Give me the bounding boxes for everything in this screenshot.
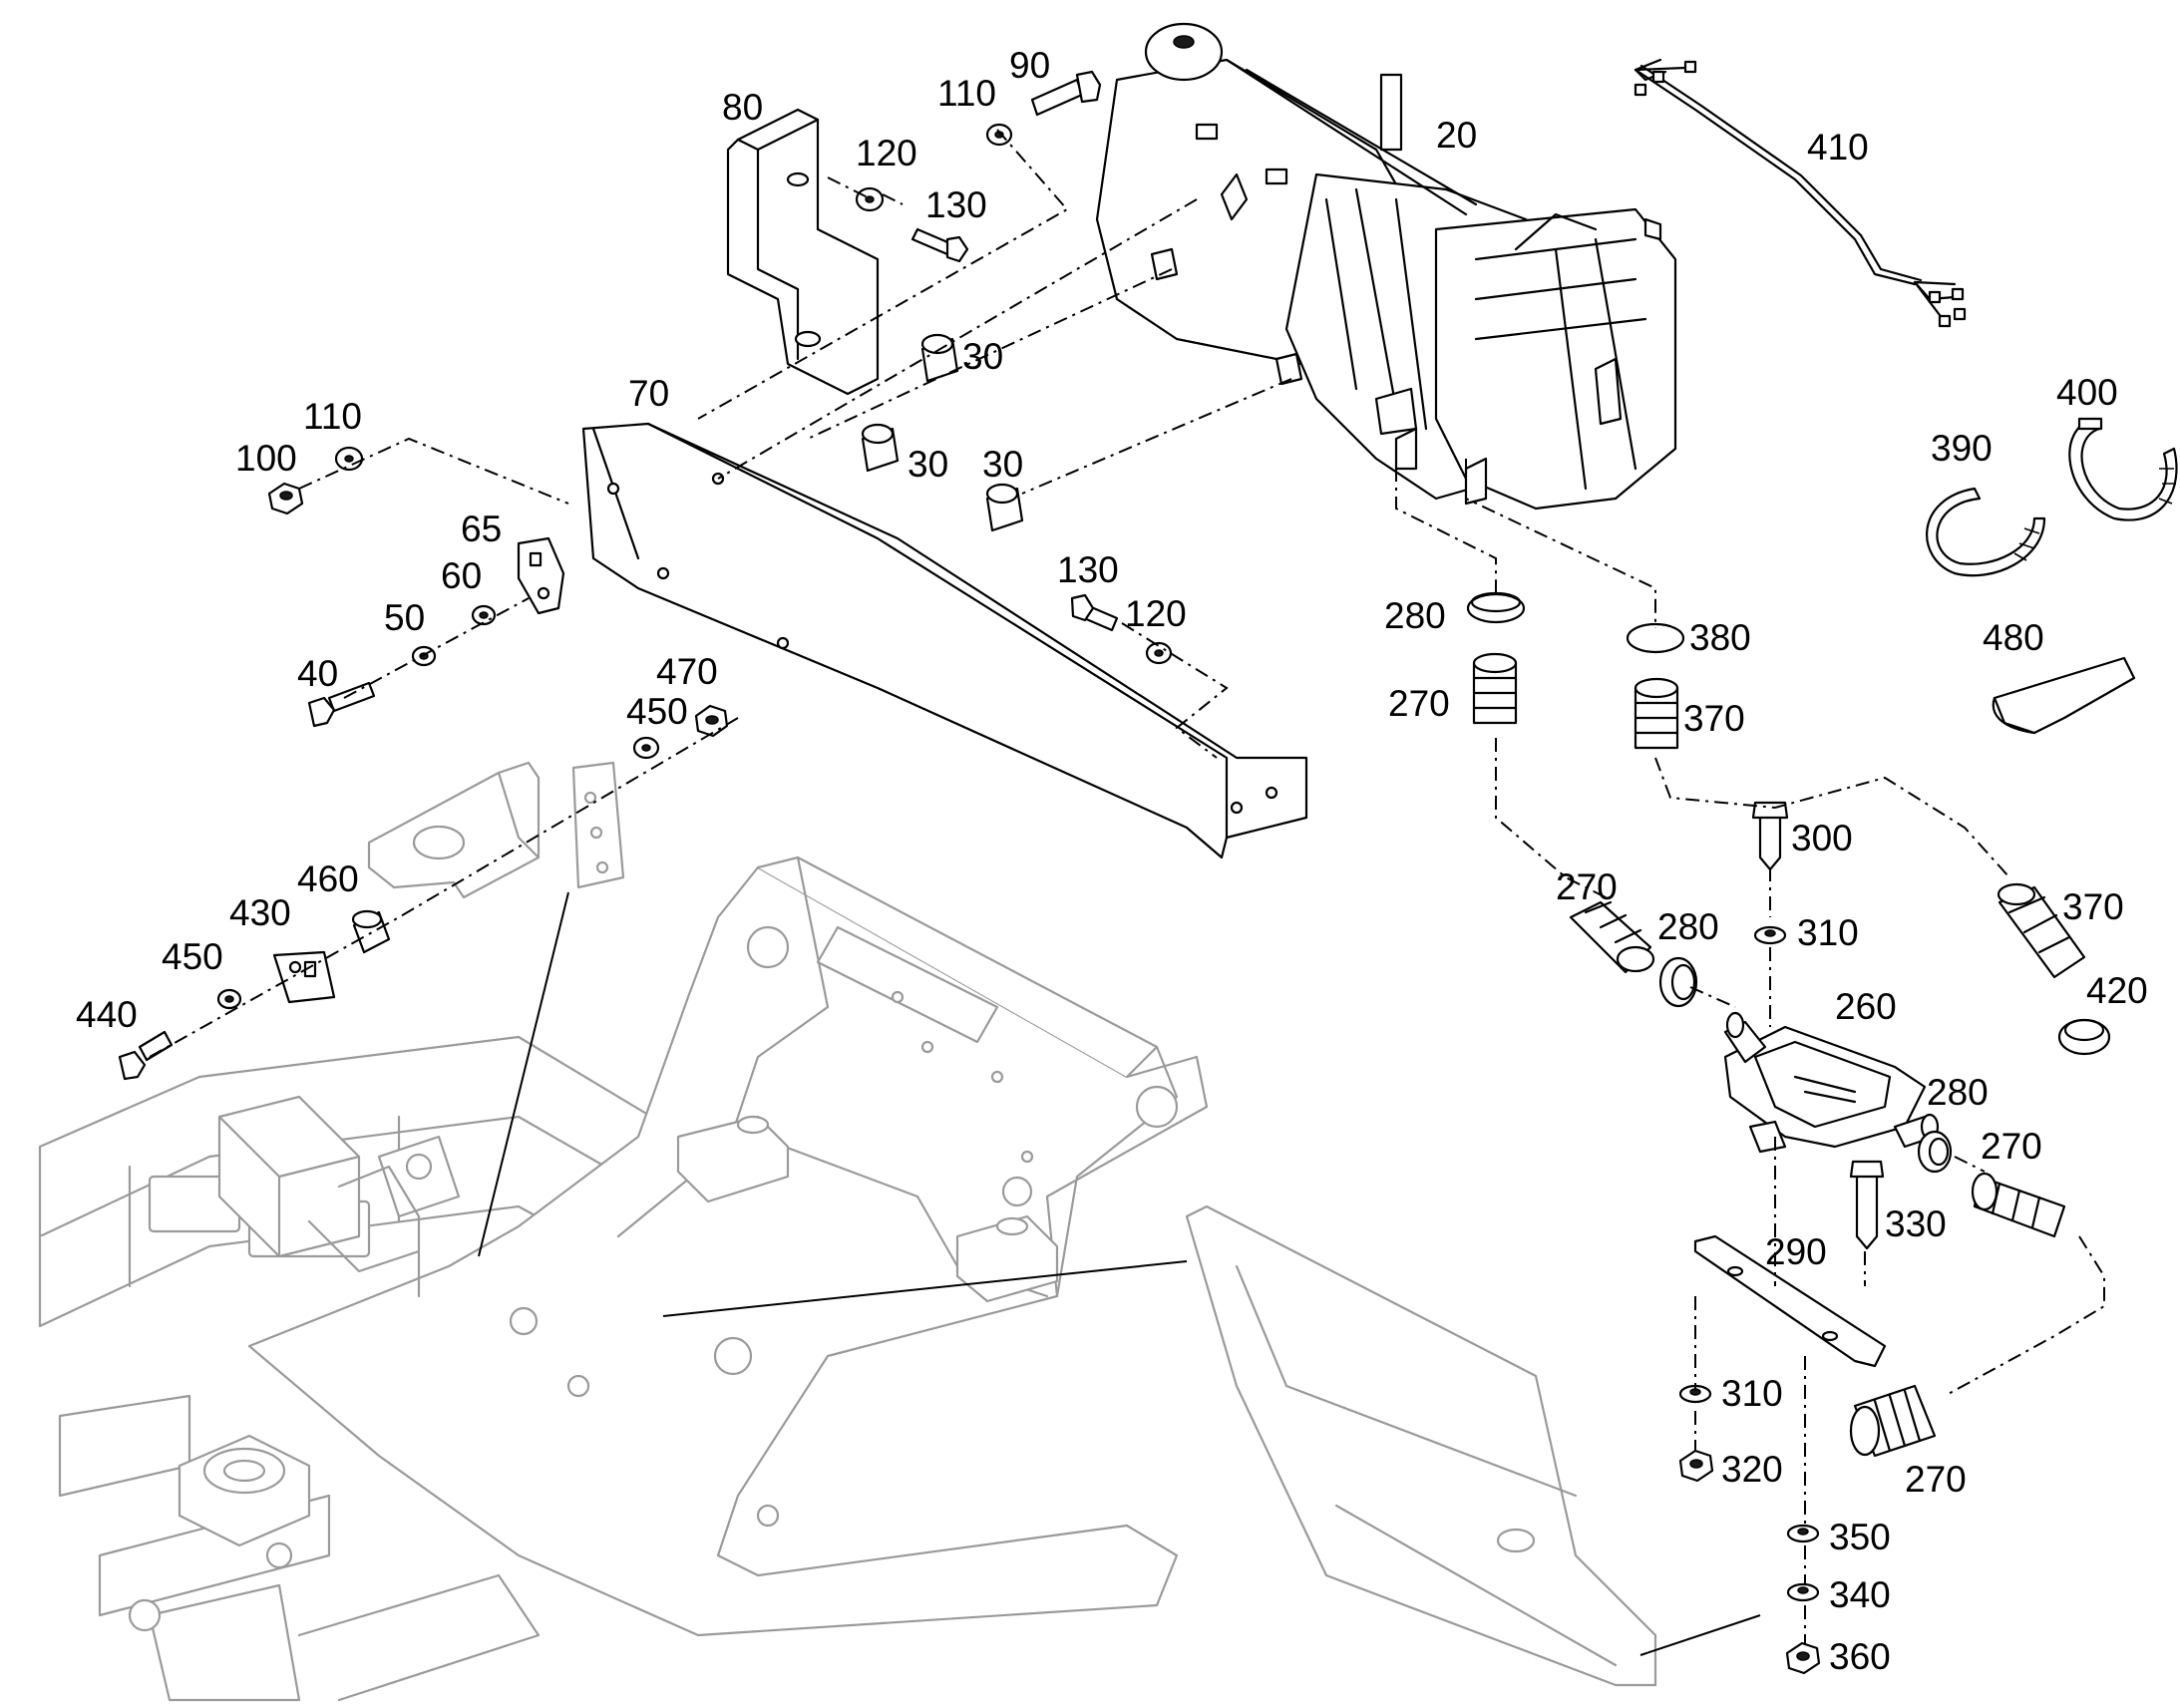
callout-320: 320 <box>1721 1449 1783 1490</box>
heater-unit <box>1095 22 1677 511</box>
callout-65: 65 <box>461 509 502 549</box>
callout-60: 60 <box>441 555 482 596</box>
callout-70: 70 <box>628 373 669 414</box>
callout-50: 50 <box>384 597 425 638</box>
callout-350: 350 <box>1829 1517 1891 1557</box>
mounting-block <box>367 761 625 899</box>
machine-frame <box>38 855 1657 1702</box>
callout-270: 270 <box>1905 1459 1967 1500</box>
callout-280: 280 <box>1657 906 1719 947</box>
callout-370: 370 <box>2062 886 2124 927</box>
callout-120: 120 <box>856 133 917 173</box>
callout-270: 270 <box>1981 1126 2042 1167</box>
callout-340: 340 <box>1829 1574 1891 1615</box>
callout-290: 290 <box>1765 1231 1827 1272</box>
callout-380: 380 <box>1689 617 1751 658</box>
callout-260: 260 <box>1835 986 1897 1027</box>
callout-400: 400 <box>2056 372 2118 413</box>
callout-450: 450 <box>626 691 688 732</box>
callout-450: 450 <box>162 936 223 977</box>
callout-labels: 20 30 30 30 40 50 60 65 70 80 90 100 110… <box>76 45 2148 1677</box>
callout-280: 280 <box>1927 1072 1989 1113</box>
callout-110: 110 <box>937 73 996 114</box>
callout-270: 270 <box>1388 683 1450 724</box>
callout-310: 310 <box>1721 1373 1783 1414</box>
callout-120: 120 <box>1125 593 1187 634</box>
callout-90: 90 <box>1009 45 1050 86</box>
callout-390: 390 <box>1931 428 1993 469</box>
callout-470: 470 <box>656 651 718 692</box>
bracket-70 <box>581 422 1308 859</box>
callout-280: 280 <box>1384 595 1446 636</box>
fasteners <box>118 70 1173 1081</box>
callout-370: 370 <box>1683 698 1745 739</box>
callout-420: 420 <box>2086 970 2148 1011</box>
wiring-harness <box>1634 58 1967 328</box>
bracket-80 <box>726 108 880 396</box>
callout-430: 430 <box>229 892 291 933</box>
callout-20: 20 <box>1436 115 1477 156</box>
hose-clamps-and-sleeve <box>1926 417 2178 735</box>
callout-30: 30 <box>908 444 948 485</box>
callout-310: 310 <box>1797 912 1859 953</box>
callout-440: 440 <box>76 994 138 1035</box>
callout-300: 300 <box>1791 818 1853 858</box>
assembly-centerlines <box>149 129 2105 1645</box>
callout-100: 100 <box>235 438 297 479</box>
callout-130: 130 <box>1057 549 1119 590</box>
callout-80: 80 <box>722 87 763 128</box>
callout-30: 30 <box>962 336 1003 377</box>
callout-460: 460 <box>297 858 359 899</box>
frame-leader-lines <box>478 891 1761 1656</box>
callout-480: 480 <box>1983 617 2044 658</box>
callout-410: 410 <box>1807 127 1869 168</box>
callout-330: 330 <box>1885 1203 1947 1244</box>
callout-130: 130 <box>925 184 987 225</box>
callout-110: 110 <box>303 396 362 437</box>
callout-360: 360 <box>1829 1636 1891 1677</box>
callout-40: 40 <box>297 653 338 694</box>
callout-270: 270 <box>1556 866 1618 907</box>
callout-30: 30 <box>982 444 1023 485</box>
